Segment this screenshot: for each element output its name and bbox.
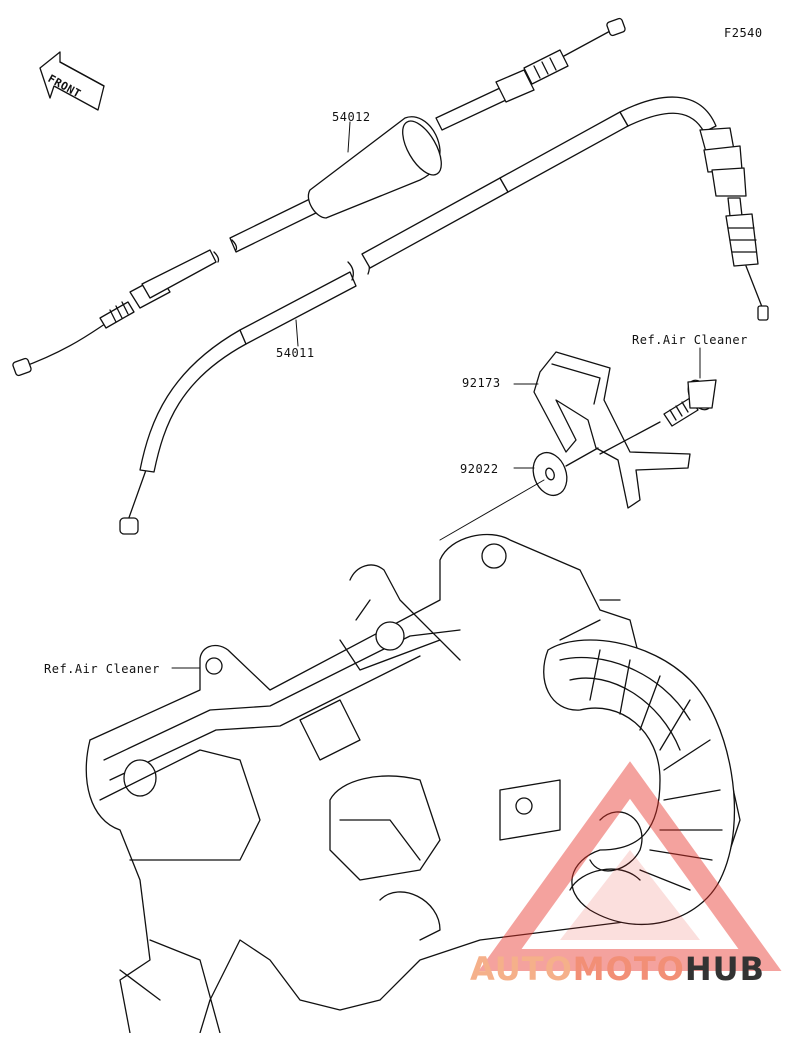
figure-code: F2540 — [724, 26, 763, 40]
washer-92022 — [527, 448, 598, 500]
cable-54012 — [12, 18, 626, 377]
leader-lines — [172, 122, 700, 668]
watermark-part-moto: MOTO — [572, 950, 685, 988]
watermark-part-hub: HUB — [684, 950, 766, 988]
front-arrow-icon — [40, 52, 104, 110]
watermark-part-auto: AUTO — [470, 950, 573, 988]
intake-duct — [544, 640, 735, 924]
part-label-54011: 54011 — [276, 346, 315, 360]
watermark-triangle-icon — [500, 780, 760, 960]
ref-air-cleaner-top: Ref.Air Cleaner — [632, 333, 748, 347]
part-label-92173: 92173 — [462, 376, 501, 390]
screw — [600, 376, 717, 454]
air-cleaner-housing — [86, 534, 740, 1033]
ref-air-cleaner-left: Ref.Air Cleaner — [44, 662, 160, 676]
watermark-logo: AUTOMOTOHUB — [470, 950, 765, 988]
part-label-54012: 54012 — [332, 110, 371, 124]
bracket-92173 — [534, 352, 690, 508]
part-label-92022: 92022 — [460, 462, 499, 476]
cable-54011 — [120, 97, 768, 534]
